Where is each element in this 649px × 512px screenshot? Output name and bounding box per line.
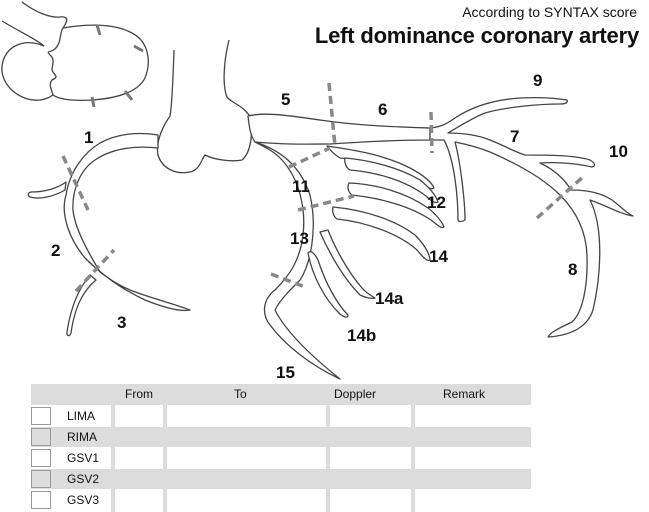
column-divider [326, 405, 330, 512]
column-header-remark: Remark [443, 387, 486, 401]
column-header-to: To [234, 387, 247, 401]
marker-tick [123, 90, 134, 101]
segment-boundary-1-2 [61, 155, 90, 211]
marker-tick [95, 24, 102, 36]
segment-label-10: 10 [609, 142, 628, 161]
diagram-subtitle: According to SYNTAX score [462, 4, 637, 20]
graft-checkbox[interactable] [31, 428, 51, 446]
graft-checkbox[interactable] [31, 470, 51, 488]
segment-label-5: 5 [281, 90, 291, 109]
heart-outline [1, 1, 149, 108]
branch-12b [344, 157, 439, 204]
graft-label: LIMA [67, 409, 96, 423]
column-header-from: From [125, 387, 153, 401]
graft-table-header: From To Doppler Remark [31, 384, 531, 405]
circumflex [254, 141, 341, 380]
diagram-title: Left dominance coronary artery [314, 23, 639, 48]
graft-label: GSV2 [67, 472, 100, 486]
segment-label-6: 6 [378, 100, 388, 119]
marker-tick [90, 96, 96, 108]
segment-label-15: 15 [276, 363, 295, 382]
segment-boundary-6-7 [429, 111, 434, 154]
segment-label-9: 9 [533, 71, 543, 90]
segment-label-14b: 14b [347, 326, 377, 345]
segment-boundary-5-6 [327, 82, 337, 147]
column-divider [411, 405, 415, 512]
branch-14 [331, 206, 431, 262]
segment-boundary-2-3 [74, 248, 116, 293]
graft-checkbox[interactable] [31, 407, 51, 425]
branch-14a [319, 229, 376, 300]
segment-label-11: 11 [292, 177, 310, 196]
branch-14b [307, 251, 349, 318]
segment-boundary-7-8 [535, 174, 586, 220]
segment-label-14: 14 [429, 247, 448, 266]
segment-label-13: 13 [290, 229, 309, 248]
lad [429, 96, 634, 338]
column-header-doppler: Doppler [334, 387, 377, 401]
segment-label-8: 8 [568, 260, 578, 279]
rca-branch-lower [66, 274, 97, 337]
graft-checkbox[interactable] [31, 449, 51, 467]
marker-tick [133, 44, 144, 53]
conus-branch [27, 181, 67, 199]
segment-label-2: 2 [51, 241, 61, 260]
segment-label-12: 12 [427, 193, 446, 212]
table-row: GSV3 [31, 490, 531, 510]
graft-checkbox[interactable] [31, 491, 51, 509]
segment-boundary-5-11 [288, 146, 331, 169]
table-row: GSV2 [31, 469, 531, 489]
column-divider [163, 405, 167, 512]
segment-label-1: 1 [84, 128, 94, 147]
segment-boundary-13-15 [270, 272, 306, 289]
segment-boundary-11-13 [297, 194, 355, 212]
table-row: GSV1 [31, 448, 531, 468]
table-row: RIMA [31, 427, 531, 447]
coronary-artery-diagram [1, 1, 634, 380]
graft-label: GSV1 [67, 451, 100, 465]
segment-label-3: 3 [117, 313, 127, 332]
graft-label: GSV3 [67, 493, 100, 507]
segment-label-7: 7 [510, 127, 520, 146]
column-divider [111, 405, 115, 512]
segment-label-14a: 14a [375, 289, 404, 308]
left-main [247, 113, 431, 145]
table-row: LIMA [31, 406, 531, 426]
aorta [156, 39, 253, 174]
graft-label: RIMA [67, 430, 97, 444]
